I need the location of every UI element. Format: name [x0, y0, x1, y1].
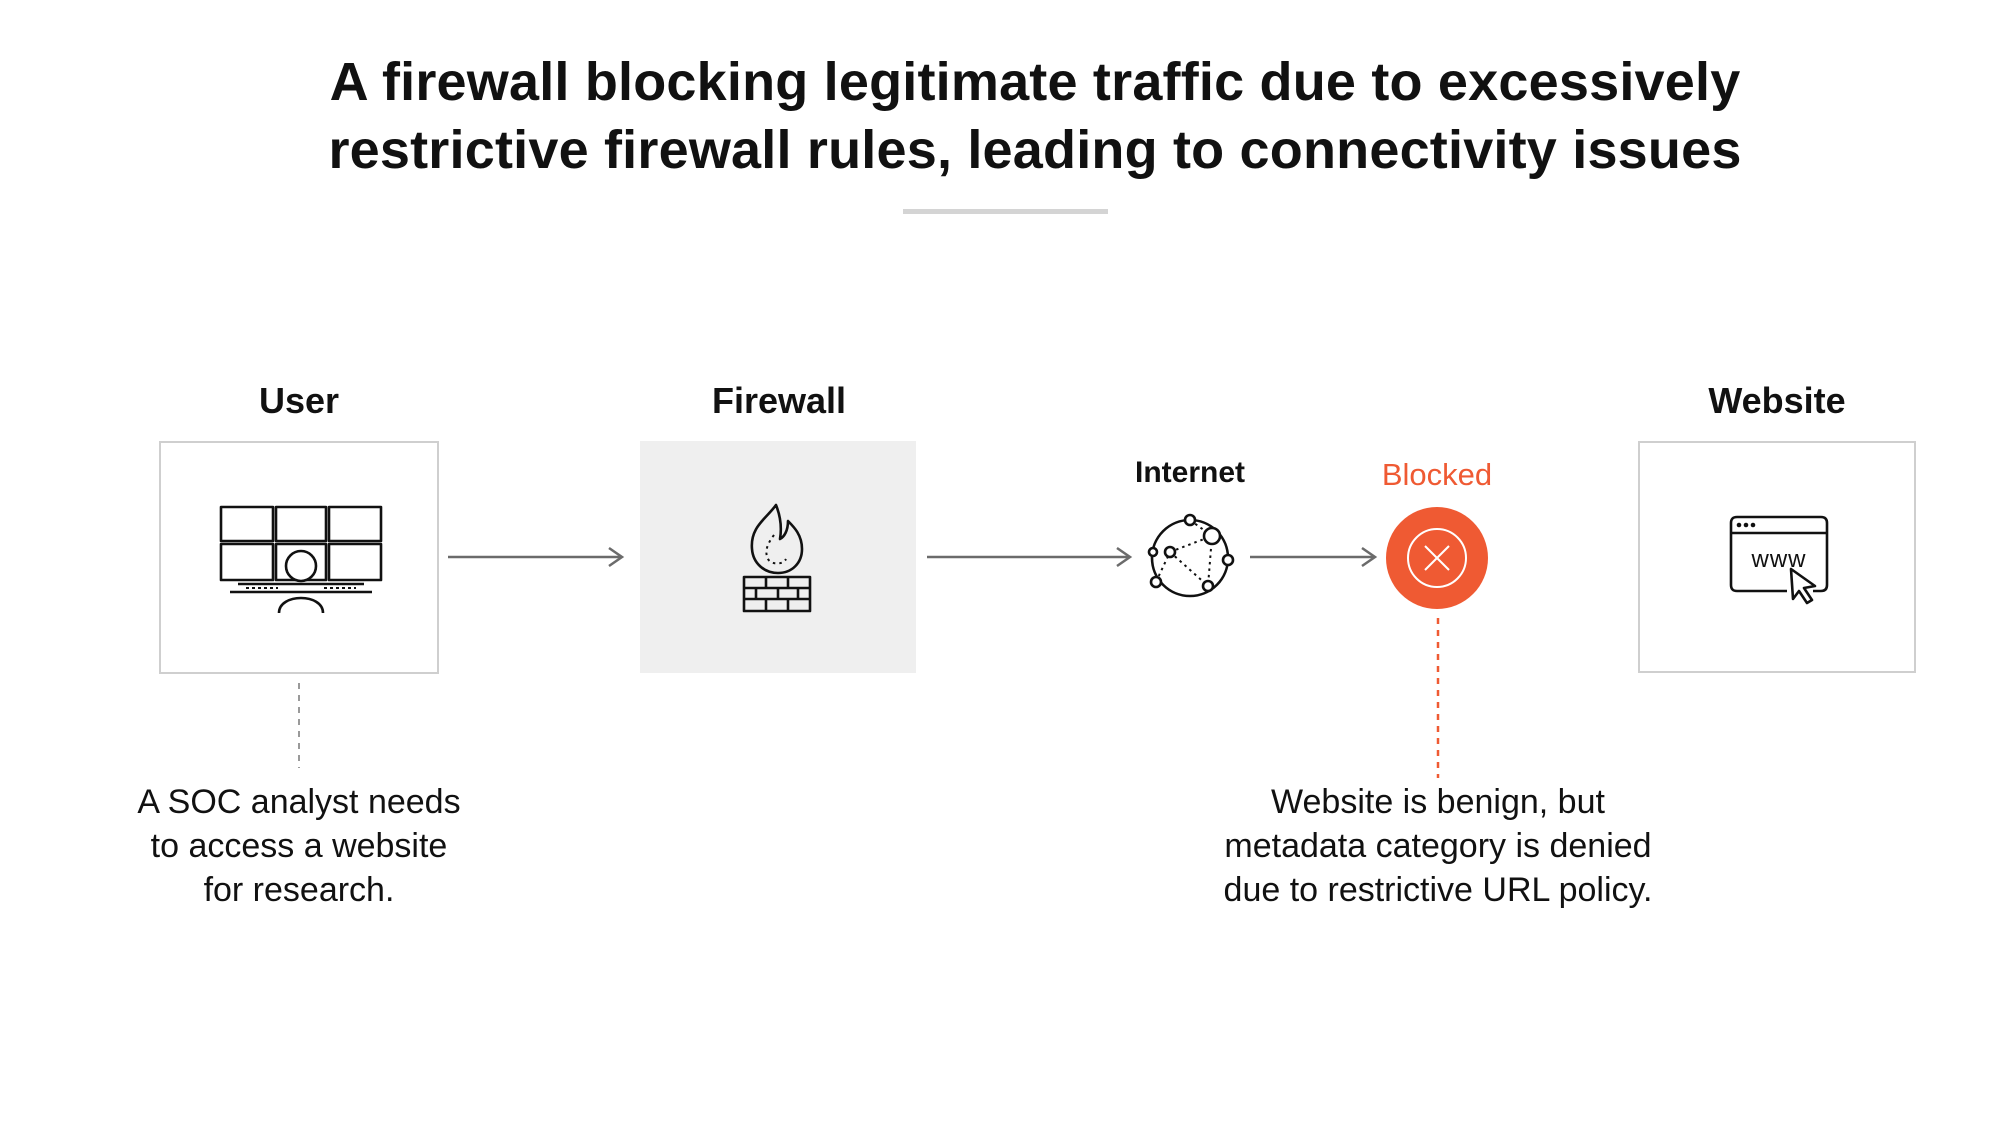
website-label: Website: [1708, 380, 1846, 421]
title-line-1: A firewall blocking legitimate traffic d…: [329, 52, 1741, 112]
internet-label: Internet: [1134, 456, 1245, 489]
user-note-line-1: A SOC analyst needs: [137, 783, 461, 821]
arrow-firewall-to-internet: [927, 546, 1133, 568]
title-divider: [903, 209, 1108, 214]
user-note-line-2: to access a website: [150, 827, 448, 865]
user-note-line-3: for research.: [203, 871, 395, 909]
user-box: [159, 441, 439, 674]
arrow-internet-to-blocked: [1250, 546, 1378, 568]
blocked-label: Blocked: [1381, 457, 1493, 492]
user-note: A SOC analyst needs to access a website …: [99, 780, 499, 912]
firewall-flame-icon: [742, 503, 812, 613]
network-globe-icon: [1147, 513, 1235, 598]
user-label: User: [258, 380, 340, 421]
blocked-note: Website is benign, but metadata category…: [1158, 780, 1718, 912]
browser-www-icon: www: [1729, 515, 1829, 605]
website-box: www: [1638, 441, 1916, 673]
firewall-label: Firewall: [711, 380, 847, 421]
blocked-note-line-2: metadata category is denied: [1224, 827, 1652, 865]
firewall-box: [640, 441, 916, 673]
blocked-note-line-3: due to restrictive URL policy.: [1223, 871, 1653, 909]
www-text: www: [1751, 546, 1807, 573]
workstation-analyst-icon: [219, 505, 383, 614]
diagram-title: A firewall blocking legitimate traffic d…: [0, 48, 1999, 184]
arrow-user-to-firewall: [448, 546, 625, 568]
title-line-2: restrictive firewall rules, leading to c…: [328, 120, 1742, 180]
blocked-x-icon: [1386, 507, 1488, 609]
blocked-note-line-1: Website is benign, but: [1271, 783, 1605, 821]
